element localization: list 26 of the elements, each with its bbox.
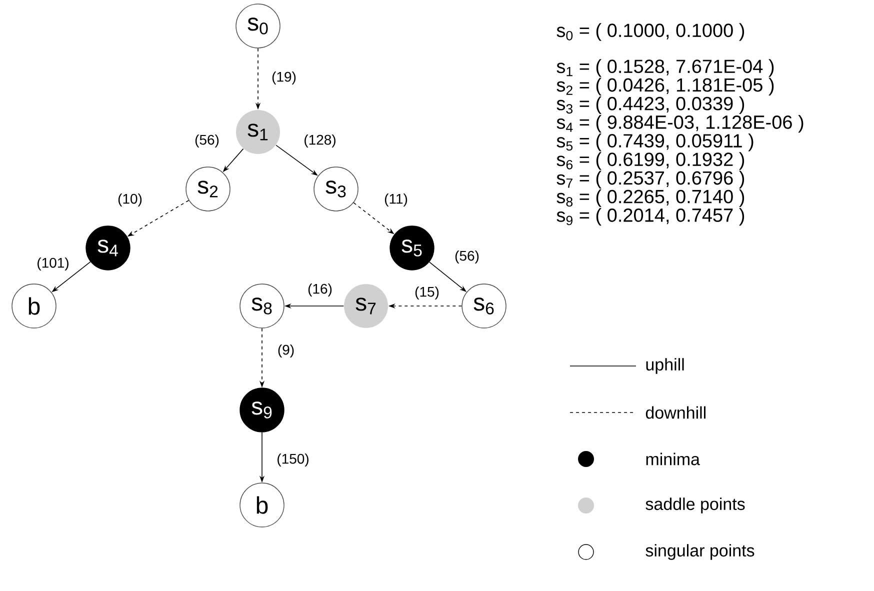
edge-label: (128): [304, 134, 336, 148]
coordinate-text: s$_{2}$ = ( 0.0426, 1.181E-05 ): [556, 78, 774, 96]
edge-label: (15): [415, 286, 439, 300]
edge-label: (56): [195, 134, 219, 148]
edge-label: (150): [278, 453, 308, 467]
edge-label: (16): [308, 283, 332, 297]
legend-text: downhill: [646, 406, 706, 419]
legend-text: singular points: [646, 544, 754, 560]
edge-label: (19): [272, 71, 296, 85]
edge-label: (56): [455, 250, 479, 264]
coordinate-text: s$_{7}$ = ( 0.2537, 0.6796 ): [556, 170, 744, 188]
coordinate-text: s$_{9}$ = ( 0.2014, 0.7457 ): [556, 208, 744, 226]
edge-label: (11): [384, 193, 408, 207]
coordinate-text: s$_{3}$ = ( 0.4423, 0.0339 ): [556, 96, 744, 114]
legend-text: saddle points: [646, 498, 745, 514]
edge-label: (10): [118, 193, 142, 207]
coordinate-text: s$_{1}$ = ( 0.1528, 7.671E-04 ): [556, 59, 774, 77]
coordinate-text: s$_{4}$ = ( 9.884E-03, 1.128E-06 ): [556, 114, 804, 133]
coordinate-text: s$_{5}$ = ( 0.7439, 0.05911 ): [556, 134, 754, 152]
edge-label: (101): [38, 257, 68, 271]
coordinate-text: s$_{6}$ = ( 0.6199, 0.1932 ): [556, 152, 744, 170]
legend-text: uphill: [646, 358, 684, 374]
coordinate-text: s$_{8}$ = ( 0.2265, 0.7140 ): [556, 189, 744, 208]
edge-label: (9): [278, 344, 294, 358]
legend-text: minima: [646, 452, 700, 466]
coordinate-text: s$_{0}$ = ( 0.1000, 0.1000 ): [556, 23, 744, 41]
